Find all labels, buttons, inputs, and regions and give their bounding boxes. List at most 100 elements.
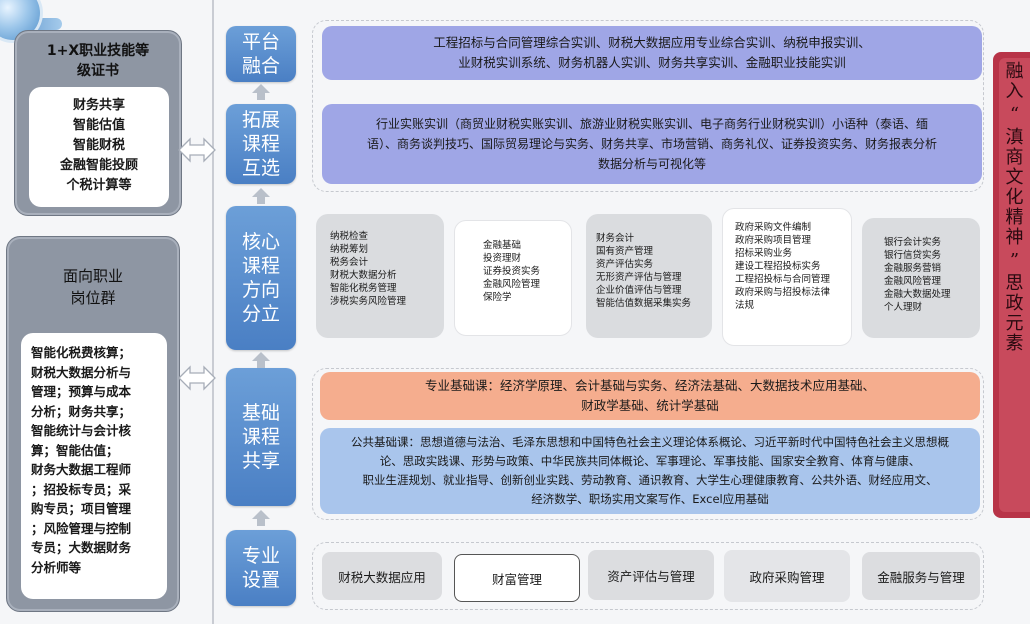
side-char: 滇 xyxy=(1005,127,1024,148)
core-course: 智能化税务管理 xyxy=(330,283,397,294)
platform-extension-frame xyxy=(312,20,984,192)
major-label: 财税大数据应用 xyxy=(338,569,426,585)
core-course: 纳税筹划 xyxy=(330,244,369,255)
public-foundation-box: 公共基础课：思想道德与法治、毛泽东思想和中国特色社会主义理论体系概论、习近平新时… xyxy=(320,428,980,514)
side-char: 商 xyxy=(1005,147,1024,168)
cert-item: 智能财税 xyxy=(72,138,125,153)
core-course: 证券投资实务 xyxy=(483,266,541,277)
core-course: 财税大数据分析 xyxy=(330,270,397,281)
core-course: 招标采购业务 xyxy=(735,248,793,259)
major-procurement: 政府采购管理 xyxy=(724,550,850,602)
core-course: 财务会计 xyxy=(596,233,635,244)
major-tax-bigdata: 财税大数据应用 xyxy=(322,552,442,600)
stage-major: 专业 设置 xyxy=(226,530,296,606)
core-course: 金融基础 xyxy=(483,240,522,251)
side-char: 文 xyxy=(1005,167,1024,188)
major-frame xyxy=(312,542,984,610)
cert-title: 1+X职业技能等 级证书 xyxy=(15,41,181,81)
extension-box: 行业实账实训（商贸业财税实账实训、旅游业财税实账实训、电子商务行业财税实训）小语… xyxy=(322,104,982,184)
core-course: 金融服务营销 xyxy=(884,263,942,274)
double-arrow-icon xyxy=(178,137,216,163)
core-course: 国有资产管理 xyxy=(596,246,654,257)
side-char: ” xyxy=(1009,250,1020,271)
core-course: 涉税实务风险管理 xyxy=(330,296,407,307)
core-course: 银行信贷实务 xyxy=(884,250,942,261)
cert-item: 财务共享 xyxy=(72,98,125,113)
core-course: 纳税检查 xyxy=(330,231,369,242)
major-label: 政府采购管理 xyxy=(749,569,825,585)
core-card-asset: 财务会计 国有资产管理 资产评估实务 无形资产评估与管理 企业价值评估与管理 智… xyxy=(586,214,712,338)
cert-title-line: 级证书 xyxy=(77,63,119,79)
platform-line: 业财税实训系统、财务机器人实训、财务共享实训、金融职业技能实训 xyxy=(458,55,846,70)
side-char: 素 xyxy=(1005,333,1024,354)
extension-line: 数据分析与可视化等 xyxy=(597,157,706,171)
cert-item: 智能估值 xyxy=(72,118,125,133)
professional-line: 财政学基础、统计学基础 xyxy=(581,398,719,413)
professional-line: 专业基础课：经济学原理、会计基础与实务、经济法基础、大数据技术应用基础、 xyxy=(424,378,875,393)
up-arrow-icon xyxy=(252,510,270,526)
professional-foundation-box: 专业基础课：经济学原理、会计基础与实务、经济法基础、大数据技术应用基础、 财政学… xyxy=(320,372,980,420)
side-char: 政 xyxy=(1005,293,1024,314)
core-course: 金融风险管理 xyxy=(483,279,541,290)
stage-extension: 拓展 课程 互选 xyxy=(226,104,296,184)
extension-line: 行业实账实训（商贸业财税实账实训、旅游业财税实账实训、电子商务行业财税实训）小语… xyxy=(375,117,928,131)
stage-extension-label: 拓展 课程 互选 xyxy=(241,109,280,179)
jobs-line: 智能化税费核算； xyxy=(31,345,132,360)
jobs-line: 管理；预算与成本 xyxy=(31,384,132,399)
cert-list: 财务共享 智能估值 智能财税 金融智能投顾 个税计算等 xyxy=(29,87,169,207)
side-char: “ xyxy=(1009,104,1020,125)
jobs-title-line: 岗位群 xyxy=(70,289,116,307)
column-divider xyxy=(212,0,214,624)
jobs-line: ；招投标专员；采 xyxy=(31,481,132,497)
jobs-line: 购专员；项目管理 xyxy=(31,501,132,516)
jobs-line: 分析师等 xyxy=(31,559,82,575)
core-course: 投资理财 xyxy=(483,253,522,264)
jobs-line: 算；智能估值； xyxy=(31,442,119,458)
jobs-line: 智能统计与会计核 xyxy=(31,423,132,438)
public-line: 经济数学、职场实用文案写作、Excel应用基础 xyxy=(531,492,769,506)
ideology-text: 融 入 “ 滇 商 文 化 精 神 ” 思 政 元 素 xyxy=(999,58,1030,512)
foundation-frame xyxy=(312,368,984,520)
stage-platform: 平台 融合 xyxy=(226,26,296,82)
core-card-finance: 银行会计实务 银行信贷实务 金融服务营销 金融风险管理 金融大数据处理 个人理财 xyxy=(862,218,980,338)
jobs-line: ；风险管理与控制 xyxy=(31,520,132,536)
core-course: 企业价值评估与管理 xyxy=(596,285,682,296)
extension-line: 语）、商务谈判技巧、国际贸易理论与实务、财务共享、市场营销、商务礼仪、证券投资实… xyxy=(366,137,937,151)
up-arrow-icon xyxy=(252,352,270,368)
cert-item: 金融智能投顾 xyxy=(59,158,138,173)
major-label: 资产评估与管理 xyxy=(607,568,695,584)
core-course: 工程招投标与合同管理 xyxy=(735,274,831,285)
side-char: 神 xyxy=(1005,227,1024,248)
core-course: 法规 xyxy=(735,300,755,311)
stage-core: 核心 课程 方向 分立 xyxy=(226,206,296,350)
core-course: 税务会计 xyxy=(330,257,369,268)
jobs-line: 财税大数据分析与 xyxy=(31,364,132,380)
side-char: 精 xyxy=(1005,207,1024,228)
ideology-sidebar: 融 入 “ 滇 商 文 化 精 神 ” 思 政 元 素 xyxy=(993,52,1030,518)
core-course: 建设工程招投标实务 xyxy=(735,261,821,272)
up-arrow-icon xyxy=(252,84,270,100)
core-course: 银行会计实务 xyxy=(884,237,942,248)
stage-core-label: 核心 课程 方向 分立 xyxy=(241,231,280,325)
side-char: 元 xyxy=(1005,313,1024,334)
core-course: 金融大数据处理 xyxy=(884,289,951,300)
core-card-procurement: 政府采购文件编制 政府采购项目管理 招标采购业务 建设工程招投标实务 工程招投标… xyxy=(722,208,852,346)
platform-box: 工程招标与合同管理综合实训、财税大数据应用专业综合实训、纳税申报实训、 业财税实… xyxy=(322,26,982,80)
core-course: 个人理财 xyxy=(884,302,923,313)
stage-foundation-label: 基础 课程 共享 xyxy=(241,402,280,472)
stage-major-label: 专业 设置 xyxy=(241,545,280,591)
core-course: 资产评估实务 xyxy=(596,259,654,270)
side-char: 入 xyxy=(1005,81,1024,102)
up-arrow-icon xyxy=(252,188,270,204)
stage-foundation: 基础 课程 共享 xyxy=(226,368,296,506)
major-asset: 资产评估与管理 xyxy=(588,550,714,600)
side-char: 融 xyxy=(1005,61,1024,82)
cert-panel: 1+X职业技能等 级证书 财务共享 智能估值 智能财税 金融智能投顾 个税计算等 xyxy=(14,30,182,216)
stage-platform-label: 平台 融合 xyxy=(241,31,280,77)
platform-line: 工程招标与合同管理综合实训、财税大数据应用专业综合实训、纳税申报实训、 xyxy=(433,35,871,50)
cert-item: 个税计算等 xyxy=(66,178,132,193)
side-char: 化 xyxy=(1005,187,1024,208)
jobs-title-line: 面向职业 xyxy=(62,267,123,285)
cert-title-line: 1+X职业技能等 xyxy=(46,43,150,59)
side-char: 思 xyxy=(1005,273,1024,294)
